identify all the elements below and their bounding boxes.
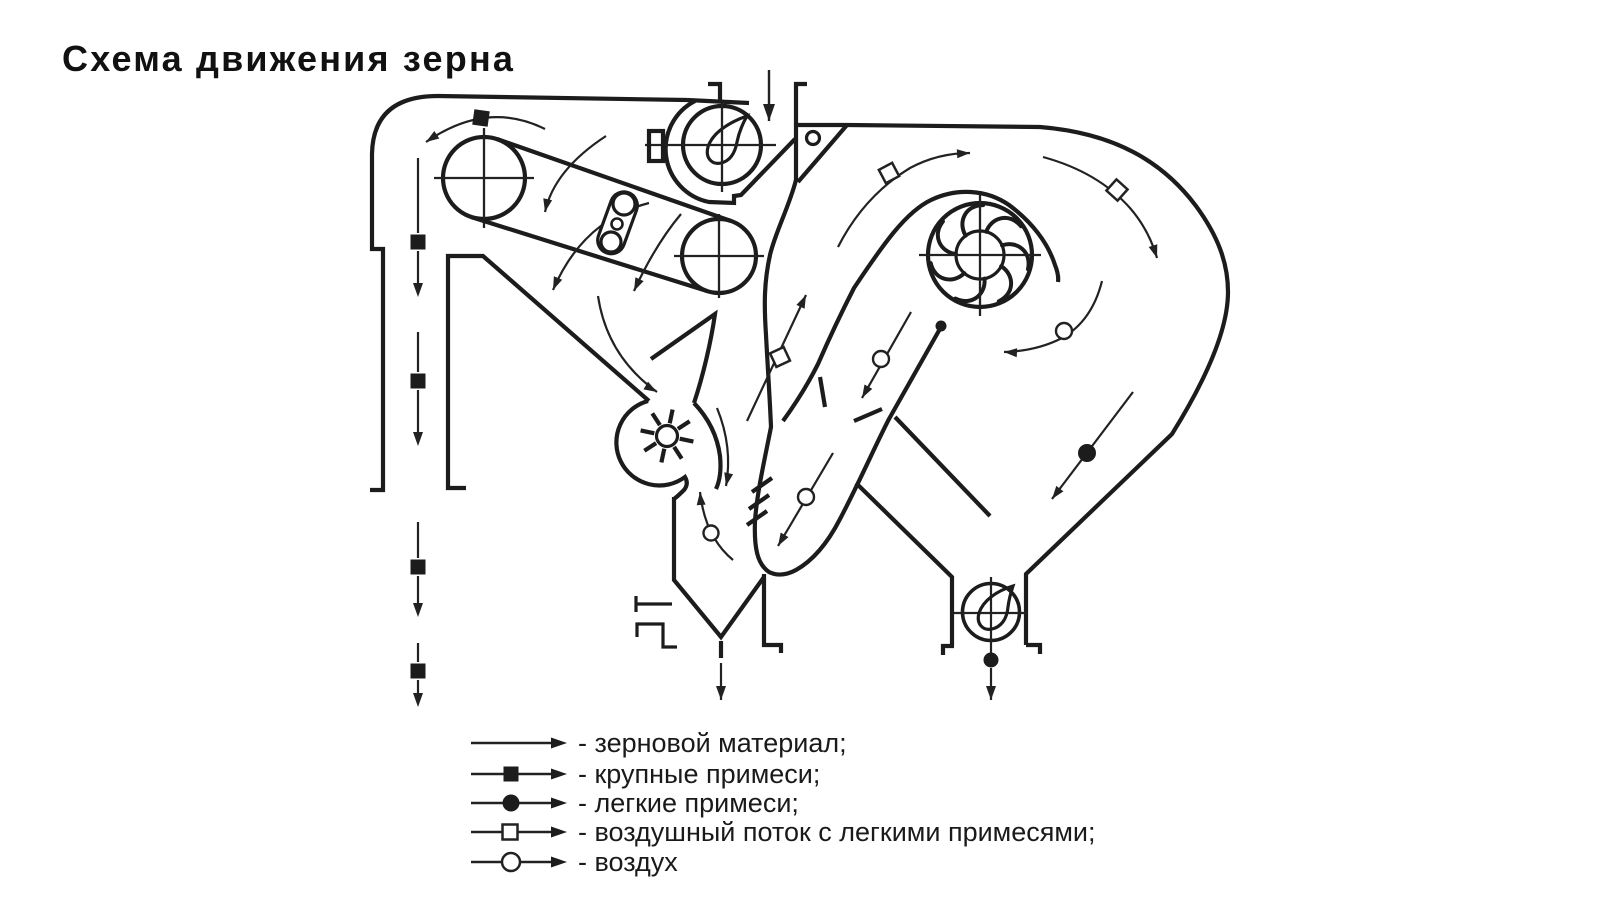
svg-text:- крупные примеси;: - крупные примеси; — [578, 759, 820, 789]
svg-text:- легкие примеси;: - легкие примеси; — [578, 788, 799, 818]
svg-text:- воздух: - воздух — [578, 847, 678, 877]
svg-text:- зерновой материал;: - зерновой материал; — [578, 728, 847, 758]
svg-text:- воздушный поток с легкими пр: - воздушный поток с легкими примесями; — [578, 817, 1096, 847]
